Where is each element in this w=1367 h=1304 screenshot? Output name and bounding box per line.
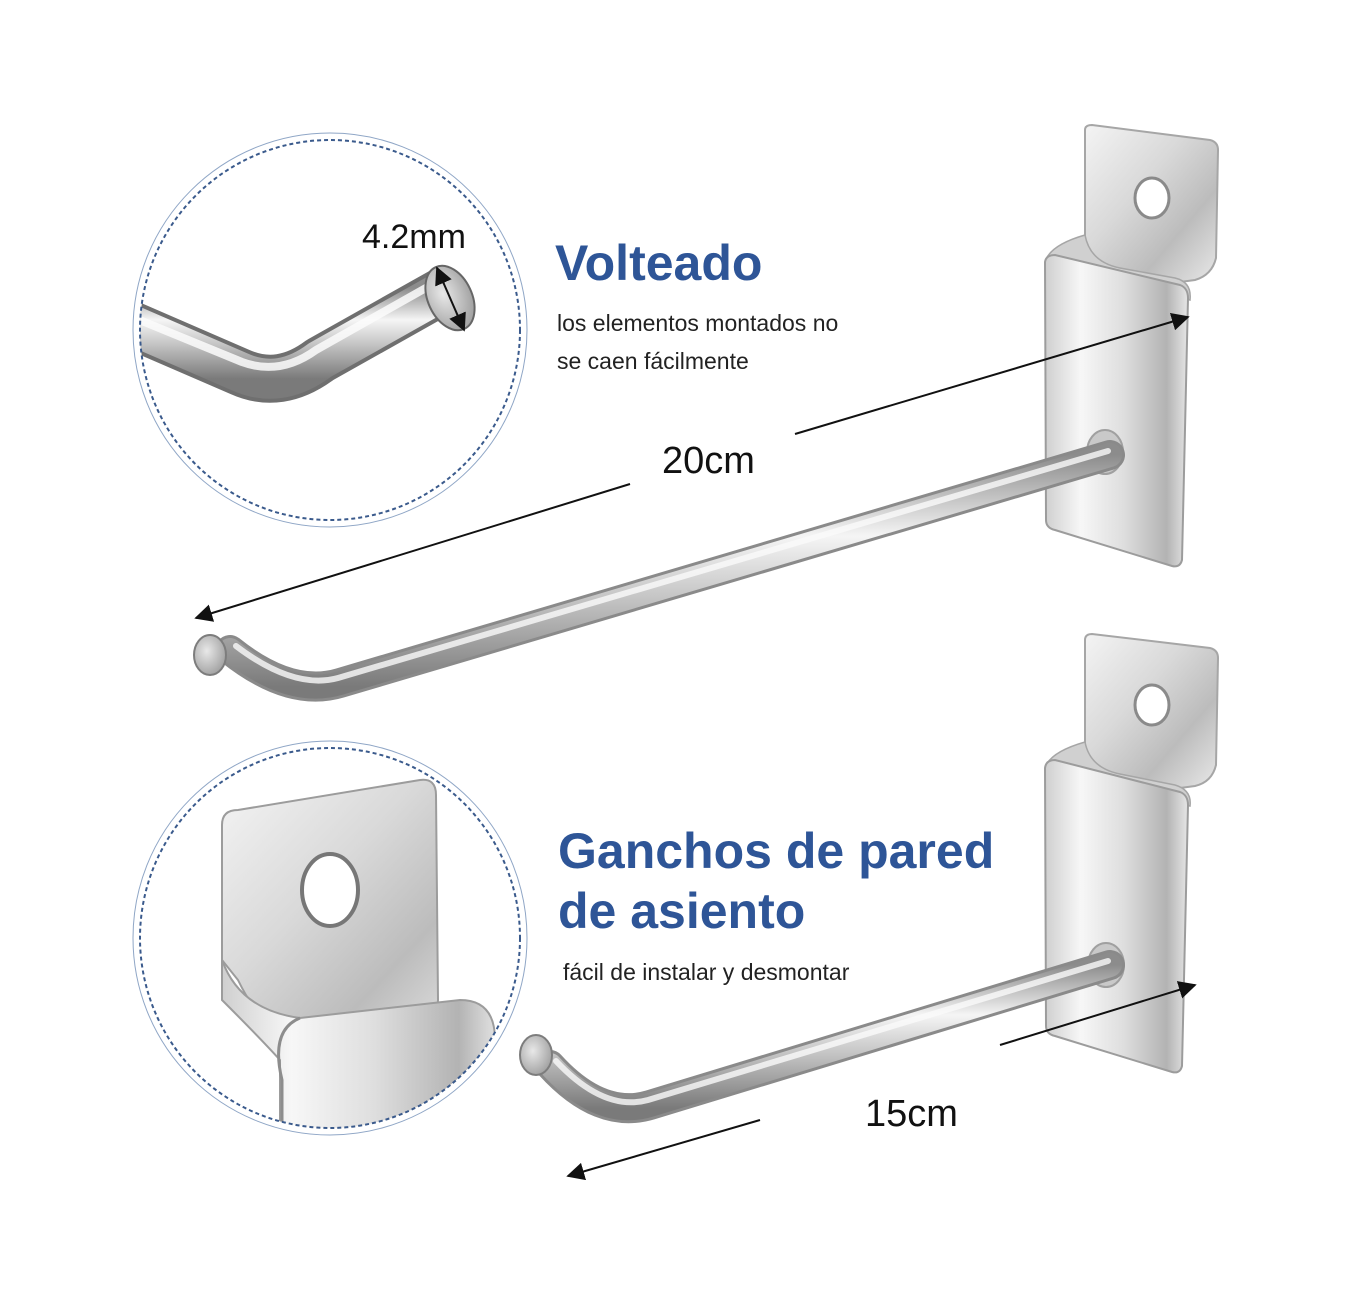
feature-title-volteado: Volteado xyxy=(555,235,763,291)
hook-15cm-icon xyxy=(519,632,1220,1124)
length-label-20cm: 20cm xyxy=(662,440,755,482)
feature-title-ganchos-line-2: de asiento xyxy=(558,883,806,939)
feature-desc-install: fácil de instalar y desmontar xyxy=(563,959,850,985)
mount-hole xyxy=(1133,683,1171,727)
feature-title-ganchos-line-1: Ganchos de pared xyxy=(558,823,995,879)
rod-tip xyxy=(193,634,227,676)
hook-20cm-icon xyxy=(193,123,1220,702)
wire-tip-detail-icon xyxy=(132,132,528,528)
rod-tip xyxy=(519,1034,553,1076)
dimension-arrow-15cm xyxy=(566,981,1197,1181)
feature-desc-line-1: los elementos montados no xyxy=(557,310,839,336)
diameter-label: 4.2mm xyxy=(362,218,466,256)
bracket-detail-icon xyxy=(132,740,528,1136)
bracket-plate xyxy=(1043,758,1190,1074)
mount-hole xyxy=(1133,176,1171,220)
dimension-arrow-20cm xyxy=(194,312,1190,622)
detail-circle-border xyxy=(139,747,521,1129)
detail-circle-border xyxy=(139,139,521,521)
feature-desc-line-2: se caen fácilmente xyxy=(557,348,749,374)
length-label-15cm: 15cm xyxy=(865,1093,958,1135)
bracket-plate xyxy=(1043,253,1190,568)
